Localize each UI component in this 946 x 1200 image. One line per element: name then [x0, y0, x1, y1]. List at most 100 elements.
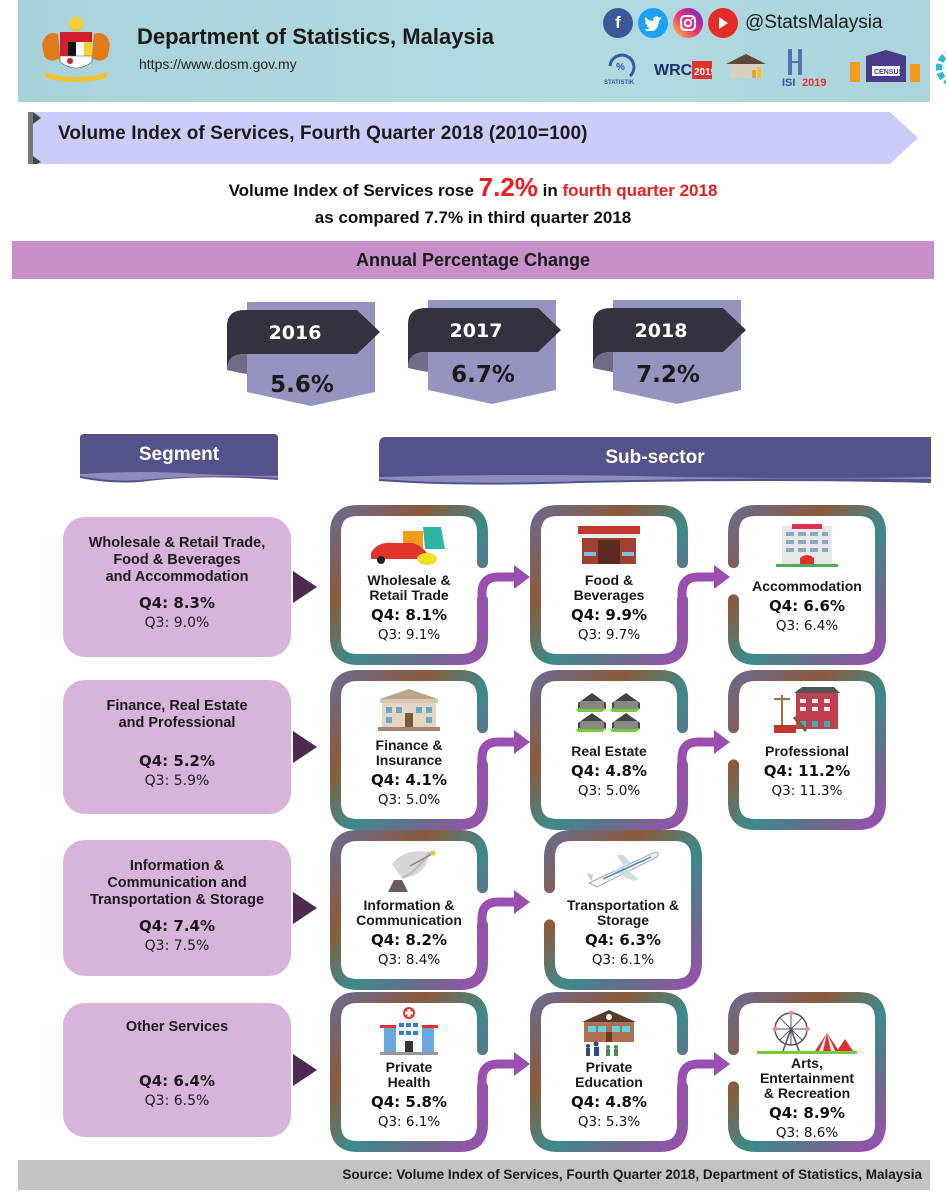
houses-icon — [544, 686, 674, 734]
subsector-q4: Q4: 11.2% — [763, 762, 851, 780]
airplane-icon — [558, 846, 688, 894]
segment-q3: Q3: 7.5% — [144, 938, 210, 954]
segment-name-line: and Professional — [118, 715, 236, 731]
hotel-icon — [742, 521, 872, 569]
connector-arrow — [477, 730, 530, 798]
satellite-dish-icon — [344, 846, 474, 894]
restaurant-icon — [544, 521, 674, 569]
year-label: 2017 — [449, 320, 503, 342]
annual-percentage-change-header: Annual Percentage Change — [12, 241, 934, 279]
subsector-name-line: Professional — [764, 743, 850, 759]
subsector-name: Real Estate — [544, 744, 674, 759]
subsector-header-label: Sub-sector — [605, 447, 705, 468]
svg-text:STATISTIK: STATISTIK — [604, 80, 635, 86]
connector-arrow — [477, 890, 530, 958]
youtube-icon[interactable] — [708, 8, 738, 38]
subsector-q3: Q3: 6.1% — [591, 952, 655, 968]
school-icon — [544, 1008, 674, 1056]
subsector-card: Arts,Entertainment& Recreation Q4: 8.9% … — [728, 992, 886, 1152]
subsector-card: Accommodation Q4: 6.6% Q3: 6.4% — [728, 505, 886, 665]
subsector-name: Professional — [742, 744, 872, 759]
instagram-icon[interactable] — [673, 8, 703, 38]
connector-arrow — [477, 565, 530, 633]
subsector-name-line: Private — [585, 1059, 633, 1075]
subsector-card: Real Estate Q4: 4.8% Q3: 5.0% — [530, 670, 688, 830]
title-banner — [28, 112, 918, 164]
subsector-name: Finance &Insurance — [344, 738, 474, 768]
survey-logo — [722, 48, 770, 88]
facebook-icon[interactable]: f — [603, 8, 633, 38]
department-url[interactable]: https://www.dosm.gov.my — [139, 56, 297, 72]
connector-arrow — [477, 1052, 530, 1120]
segment-name-line: Transportation & Storage — [89, 892, 265, 908]
year-card-2016: 2016 5.6% — [227, 302, 380, 422]
segment-q4: Q4: 8.3% — [138, 594, 215, 612]
malaysia-coat-of-arms-icon — [42, 17, 110, 82]
year-label: 2016 — [268, 322, 322, 344]
segment-q3: Q3: 9.0% — [144, 615, 210, 631]
segment-name-line: Communication and — [107, 875, 247, 891]
connector-arrow — [677, 730, 730, 798]
svg-text:ISI: ISI — [782, 77, 795, 89]
subsector-q4: Q4: 9.9% — [570, 606, 647, 624]
subsector-q3: Q3: 9.1% — [377, 627, 441, 643]
subsector-name: Transportation &Storage — [558, 898, 688, 928]
subsector-name-line: Storage — [596, 912, 650, 928]
segment-name-line: and Accommodation — [105, 569, 249, 585]
subsector-column-header: Sub-sector — [379, 437, 931, 487]
ferris-wheel-icon — [742, 1008, 872, 1056]
year-card-2017: 2017 6.7% — [408, 300, 561, 420]
year-label: 2018 — [634, 320, 688, 342]
subsector-card: Professional Q4: 11.2% Q3: 11.3% — [728, 670, 886, 830]
social-links: f @StatsMalaysia — [603, 8, 883, 38]
year-card-2018: 2018 7.2% — [593, 300, 746, 420]
subsector-name-line: Private — [385, 1059, 433, 1075]
connector-arrow — [677, 565, 730, 633]
subsector-name-line: Education — [575, 1074, 643, 1090]
subsector-name-line: Information & — [363, 897, 455, 913]
subsector-q4: Q4: 6.3% — [584, 931, 661, 949]
year-value: 6.7% — [451, 362, 515, 388]
segment-arrow-icon — [293, 731, 317, 763]
segment-name-line: Food & Beverages — [113, 552, 241, 568]
shopping-bags-car-icon — [344, 521, 474, 569]
twitter-icon[interactable] — [638, 8, 668, 38]
subsector-name: Arts,Entertainment& Recreation — [742, 1056, 872, 1101]
subsector-name-line: Beverages — [573, 587, 645, 603]
subsector-q3: Q3: 6.4% — [775, 618, 839, 634]
subsector-name-line: & Recreation — [763, 1085, 851, 1101]
segment-name-line: Finance, Real Estate — [106, 698, 248, 714]
subsector-name-line: Accommodation — [752, 578, 862, 594]
subsector-q4: Q4: 4.1% — [370, 771, 447, 789]
department-title: Department of Statistics, Malaysia — [137, 24, 495, 49]
subsector-q4: Q4: 8.1% — [370, 606, 447, 624]
subsector-name-line: Communication — [356, 912, 462, 928]
source-note: Source: Volume Index of Services, Fourth… — [18, 1160, 930, 1190]
segment-arrow-icon — [293, 1054, 317, 1086]
segment-name-line: Other Services — [125, 1019, 229, 1035]
segment-arrow-icon — [293, 892, 317, 924]
svg-text:CENSUS: CENSUS — [874, 69, 904, 76]
subsector-q3: Q3: 8.6% — [775, 1125, 839, 1141]
subsector-q3: Q3: 5.0% — [377, 792, 441, 808]
bank-icon — [344, 686, 474, 734]
segment-name: Other Services — [63, 1019, 291, 1036]
subsector-name: Information &Communication — [344, 898, 474, 928]
subsector-q3: Q3: 11.3% — [771, 783, 843, 799]
segment-name-line: Wholesale & Retail Trade, — [88, 535, 266, 551]
segment-column-header: Segment — [80, 434, 278, 484]
subsector-name-line: Insurance — [375, 752, 443, 768]
segment-q3: Q3: 6.5% — [144, 1093, 210, 1109]
hari-statistik-negara-logo: %STATISTIK — [600, 48, 644, 88]
subsector-q4: Q4: 4.8% — [570, 1093, 647, 1111]
subsector-name: Food &Beverages — [544, 573, 674, 603]
headline-line-1: Volume Index of Services rose 7.2% in fo… — [0, 172, 946, 203]
subsector-card: Wholesale &Retail Trade Q4: 8.1% Q3: 9.1… — [330, 505, 488, 665]
year-value: 7.2% — [636, 362, 700, 388]
